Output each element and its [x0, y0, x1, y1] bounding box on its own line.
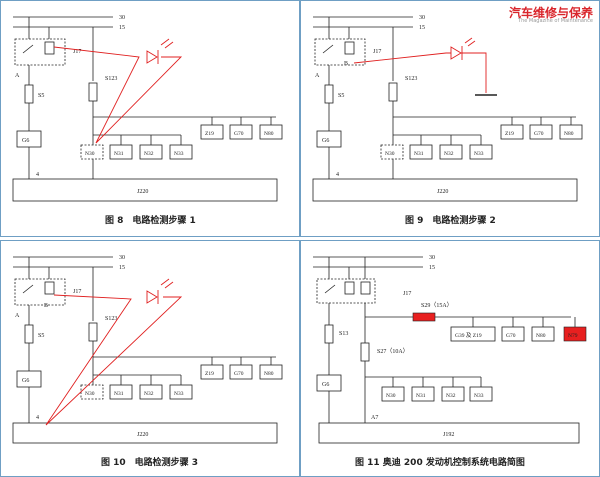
- wire-4-label: 4: [36, 172, 39, 178]
- load-n31-label: N31: [414, 151, 424, 157]
- load-n32-label: N32: [144, 391, 154, 397]
- relay-box: [14, 38, 66, 66]
- ecu-label: J220: [137, 189, 148, 195]
- load-n31-label: N31: [114, 151, 124, 157]
- load-n31-label: N31: [114, 391, 124, 397]
- load-n80-label: N80: [564, 131, 574, 137]
- rail-15-label: 15: [119, 25, 125, 31]
- load-z19-label: Z19: [205, 371, 214, 377]
- fuse-s123-label: S123: [105, 316, 117, 322]
- fuse-s13-label: S13: [339, 331, 348, 337]
- load-n33-label: N33: [474, 393, 484, 399]
- fuse-s27-label: S27（10A）: [377, 348, 409, 355]
- wire-4-label: 4: [336, 172, 339, 178]
- rail-30-label: 30: [419, 15, 425, 21]
- diagram-panel-step-3: 30 15 J17 A B S5 G6 S123 Z19 G70 N80: [0, 240, 300, 477]
- load-g70-label: G70: [534, 131, 544, 137]
- point-b-label: B: [344, 61, 348, 67]
- load-n33-label: N33: [174, 151, 184, 157]
- load-g70-label: G70: [506, 333, 516, 339]
- g6-label: G6: [22, 378, 29, 384]
- load-z19-label: Z19: [505, 131, 514, 137]
- ecu-label: J220: [137, 432, 148, 438]
- load-n33-label: N33: [474, 151, 484, 157]
- load-n30-label: N30: [85, 391, 95, 397]
- diagram-panel-audi-200: 30 15 J17 S13 G6 S29（15A） G39 及 Z19 G70 …: [300, 240, 600, 477]
- circuit-diagram-step-2: 30 15 J17 A B S5 G6 S123 Z19 G70 N80: [312, 15, 583, 202]
- relay-label: J17: [73, 49, 81, 55]
- circuit-diagram-audi-200: 30 15 J17 S13 G6 S29（15A） G39 及 Z19 G70 …: [313, 255, 587, 444]
- rail-15-label: 15: [419, 25, 425, 31]
- relay-box: [314, 38, 366, 66]
- diode-icon: [146, 290, 159, 304]
- load-n32-label: N32: [446, 393, 456, 399]
- load-n32-label: N32: [144, 151, 154, 157]
- diode-icon: [450, 37, 476, 60]
- ecu-label: J192: [443, 432, 454, 438]
- point-a-label: A: [15, 313, 20, 319]
- load-n30-label: N30: [385, 151, 395, 157]
- figure-caption: 图 11 奥迪 200 发动机控制系统电路简图: [355, 458, 525, 468]
- load-n30-label: N30: [85, 151, 95, 157]
- relay-box: [14, 278, 66, 306]
- load-n80-label: N80: [264, 131, 274, 137]
- figure-caption: 图 10 电路检测步骤 3: [101, 458, 199, 468]
- rail-30-label: 30: [119, 255, 125, 261]
- wire-4-label: 4: [36, 415, 39, 421]
- rail-15-label: 15: [429, 265, 435, 271]
- relay-label: J17: [73, 289, 81, 295]
- ecu-label: J220: [437, 189, 448, 195]
- diagram-panel-step-1: 30 15 J17 A S5 G6 S123 Z19 G70 N80: [0, 0, 300, 237]
- watermark-brand: 汽车维修与保养: [508, 6, 593, 20]
- switch-s5-label: S5: [338, 93, 344, 99]
- diagram-panel-step-2: 汽车维修与保养 The Magazine of Maintenance 30 1…: [300, 0, 600, 237]
- point-a-label: A: [15, 73, 20, 79]
- point-b-label: B: [44, 303, 48, 309]
- figure-caption: 图 8 电路检测步骤 1: [105, 216, 196, 226]
- load-n31-label: N31: [416, 393, 426, 399]
- figure-caption: 图 9 电路检测步骤 2: [405, 216, 496, 226]
- watermark-subtitle: The Magazine of Maintenance: [518, 18, 593, 24]
- relay-label: J17: [403, 291, 411, 297]
- diode-icon: [146, 50, 159, 64]
- relay-label: J17: [373, 49, 381, 55]
- rail-30-label: 30: [429, 255, 435, 261]
- load-n80-label: N80: [536, 333, 546, 339]
- fuse-s123-label: S123: [405, 76, 417, 82]
- fuse-s29-red: [412, 312, 436, 322]
- fuse-s123-label: S123: [105, 76, 117, 82]
- load-g39-z19-label: G39 及 Z19: [455, 332, 482, 339]
- load-g70-label: G70: [234, 371, 244, 377]
- point-a-label: A: [315, 73, 320, 79]
- load-n30-label: N30: [386, 393, 396, 399]
- load-n80-label: N80: [264, 371, 274, 377]
- rail-30-label: 30: [119, 15, 125, 21]
- circuit-diagram-step-1: 30 15 J17 A S5 G6 S123 Z19 G70 N80: [12, 15, 283, 202]
- g6-label: G6: [322, 382, 329, 388]
- light-ray-icon: [160, 278, 174, 289]
- wire-a7-label: A7: [371, 415, 378, 421]
- rail-15-label: 15: [119, 265, 125, 271]
- load-z19-label: Z19: [205, 131, 214, 137]
- g6-label: G6: [322, 138, 329, 144]
- g6-label: G6: [22, 138, 29, 144]
- circuit-diagram-step-3: 30 15 J17 A B S5 G6 S123 Z19 G70 N80: [12, 255, 283, 444]
- light-ray-icon: [160, 38, 174, 49]
- load-g70-label: G70: [234, 131, 244, 137]
- load-n33-label: N33: [174, 391, 184, 397]
- load-n79-label: N79: [568, 333, 578, 339]
- load-n32-label: N32: [444, 151, 454, 157]
- fuse-s29-label: S29（15A）: [421, 302, 453, 309]
- switch-s5-label: S5: [38, 93, 44, 99]
- switch-s5-label: S5: [38, 333, 44, 339]
